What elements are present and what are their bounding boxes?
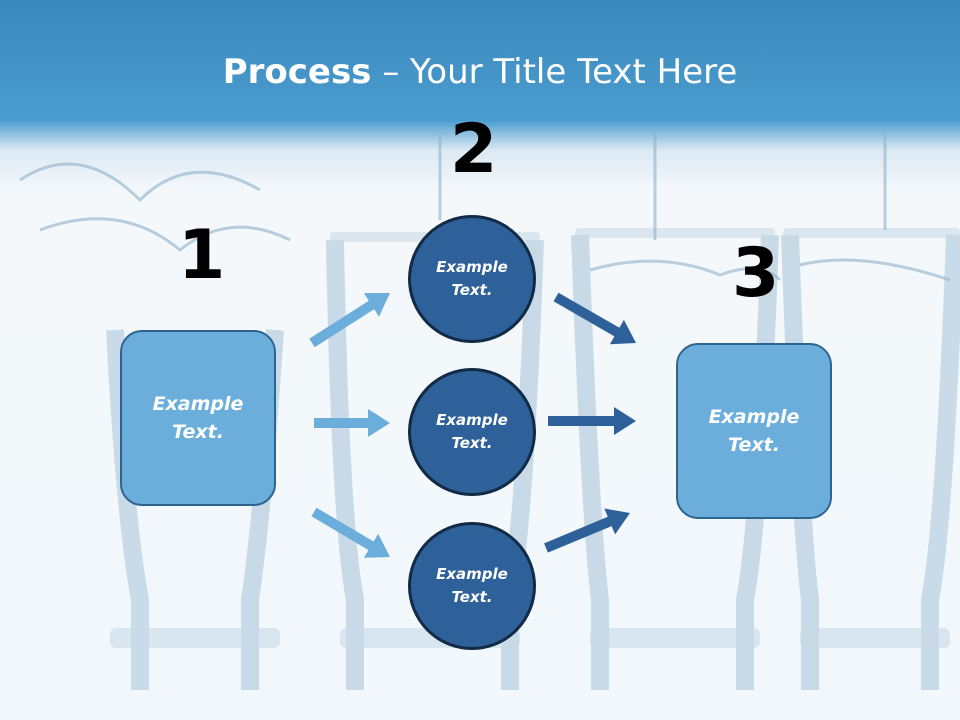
arrow-top-to-3 — [553, 292, 636, 345]
arrow-middle-to-3 — [548, 407, 636, 435]
arrow-1-to-top — [309, 293, 390, 348]
title-rest: – Your Title Text Here — [371, 52, 738, 92]
step-1-box: Example Text. — [120, 330, 276, 506]
step-2-circle-top: Example Text. — [408, 215, 536, 343]
arrow-1-to-bottom — [311, 507, 390, 558]
arrow-bottom-to-3 — [544, 508, 630, 553]
slide-title: Process – Your Title Text Here — [0, 52, 960, 92]
step-3-number: 3 — [732, 234, 780, 313]
step-1-number: 1 — [178, 216, 226, 295]
step-2-circle-bottom: Example Text. — [408, 522, 536, 650]
title-bold: Process — [222, 52, 372, 92]
step-2-circle-middle: Example Text. — [408, 368, 536, 496]
step-2-number: 2 — [450, 110, 498, 189]
arrow-1-to-middle — [314, 409, 390, 437]
step-3-box: Example Text. — [676, 343, 832, 519]
